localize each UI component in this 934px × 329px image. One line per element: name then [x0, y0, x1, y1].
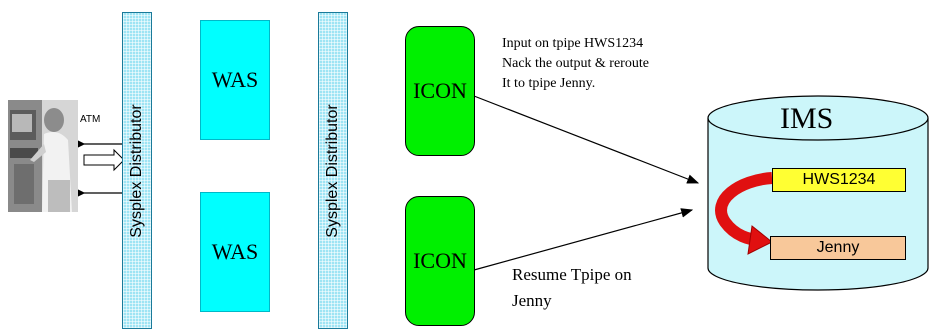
ims-label: IMS [780, 102, 834, 135]
icon-box-bottom: ICON [405, 196, 475, 326]
tpipe-jenny: Jenny [770, 236, 906, 260]
note-bottom-line-1: Resume Tpipe on [512, 265, 632, 284]
was-box-top: WAS [200, 20, 270, 140]
sysplex-distributor-left: Sysplex Distributor [122, 12, 152, 329]
arrow-icon-bottom-to-ims [473, 208, 694, 271]
atm-arrows [75, 139, 125, 198]
tpipe-hws1234: HWS1234 [772, 168, 906, 192]
icon-box-top: ICON [405, 26, 475, 156]
note-top: Input on tpipe HWS1234 Nack the output &… [502, 34, 649, 94]
note-bottom: Resume Tpipe on Jenny [512, 262, 632, 314]
note-top-line-1: Input on tpipe HWS1234 [502, 36, 644, 51]
note-top-line-2: Nack the output & reroute [502, 56, 649, 71]
reroute-arrow [715, 172, 773, 255]
atm-label: ATM [80, 114, 101, 125]
sysplex-distributor-right: Sysplex Distributor [318, 12, 348, 329]
was-box-bottom: WAS [200, 192, 270, 312]
sysplex-distributor-right-label: Sysplex Distributor [324, 103, 341, 238]
arrow-icon-top-to-ims [473, 95, 700, 184]
note-bottom-line-2: Jenny [512, 291, 552, 310]
hollow-arrow-to-sysplex [83, 148, 125, 172]
note-top-line-3: It to tpipe Jenny. [502, 76, 596, 91]
atm-user-photo [8, 100, 78, 212]
sysplex-distributor-left-label: Sysplex Distributor [128, 103, 145, 238]
